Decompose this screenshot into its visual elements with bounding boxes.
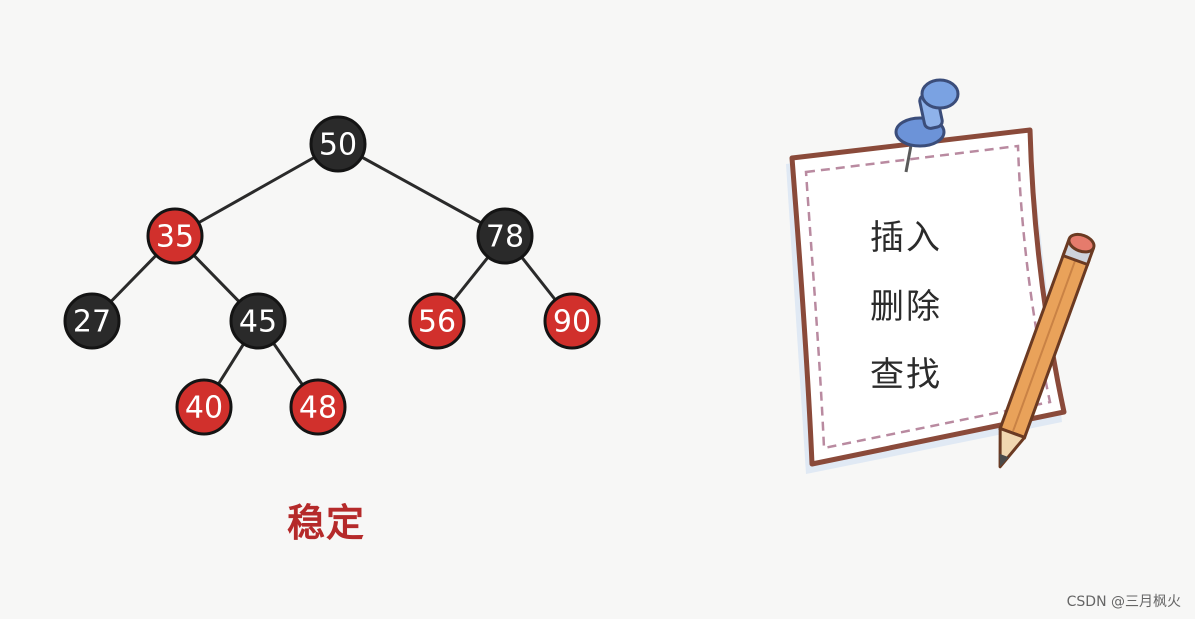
note-item-search: 查找: [870, 355, 942, 395]
tree-edge: [174, 142, 339, 238]
note-paper: [789, 127, 1067, 467]
tree-node-label: 45: [239, 305, 277, 340]
tree-node-circle: [476, 207, 534, 265]
tree-edges: [90, 142, 574, 408]
tree-node-label: 35: [156, 220, 194, 255]
tree-node-circle: [175, 378, 233, 436]
tree-node-27: 27: [63, 292, 121, 350]
tree-node-circle: [289, 378, 347, 436]
tree-node-50: 50: [309, 115, 367, 173]
tree-node-label: 78: [486, 220, 524, 255]
watermark: CSDN @三月枫火: [1066, 594, 1181, 610]
pencil-icon: [998, 232, 1096, 469]
note-illustration: [786, 78, 1096, 474]
tree-node-90: 90: [543, 292, 601, 350]
tree-node-circle: [309, 115, 367, 173]
tree-node-35: 35: [146, 207, 204, 265]
tree-node-circle: [63, 292, 121, 350]
tree-node-circle: [229, 292, 287, 350]
tree-node-label: 48: [299, 391, 337, 426]
tree-node-label: 56: [418, 305, 456, 340]
tree-nodes: 50 35 78 27 45 56 90 40 48: [63, 115, 601, 436]
tree-edge: [337, 142, 506, 238]
note-item-delete: 删除: [870, 287, 942, 327]
note-dashed-border: [804, 144, 1052, 450]
tree-node-40: 40: [175, 378, 233, 436]
tree-node-45: 45: [229, 292, 287, 350]
tree-node-78: 78: [476, 207, 534, 265]
tree-node-label: 40: [185, 391, 223, 426]
tree-node-label: 27: [73, 305, 111, 340]
tree-node-label: 90: [553, 305, 591, 340]
tree-node-label: 50: [319, 128, 357, 163]
caption-stable: 稳定: [286, 501, 365, 545]
tree-node-56: 56: [408, 292, 466, 350]
tree-node-48: 48: [289, 378, 347, 436]
note-item-insert: 插入: [870, 218, 942, 258]
tree-node-circle: [146, 207, 204, 265]
tree-node-circle: [408, 292, 466, 350]
pushpin-icon: [894, 78, 960, 173]
tree-node-circle: [543, 292, 601, 350]
